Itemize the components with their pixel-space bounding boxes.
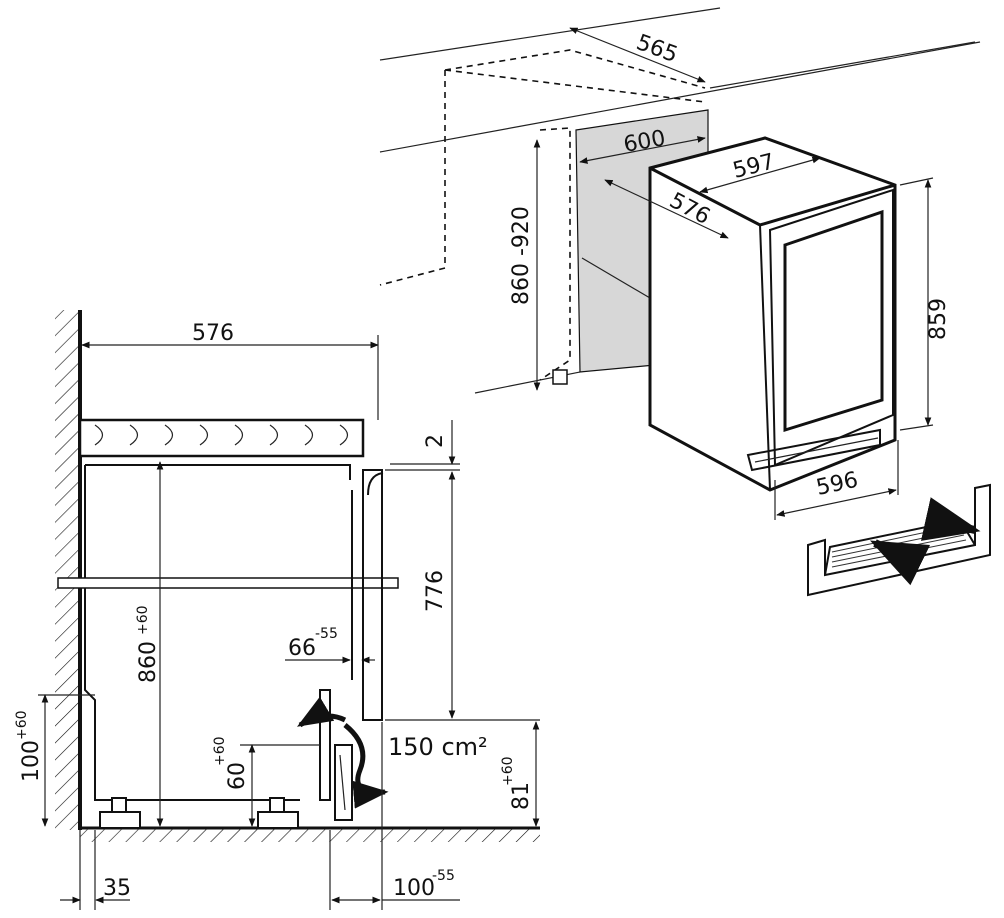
dim-label-appliance-height: 859: [926, 298, 951, 340]
vent-grille: [334, 744, 353, 821]
dim-label-door-height: 776: [423, 570, 448, 612]
dim-label-front-offset-tol: -55: [432, 868, 455, 884]
dim-label-rear-offset: 35: [103, 876, 131, 901]
foot-front-stem: [269, 797, 285, 813]
floor-hatch: [80, 828, 540, 842]
dim-label-niche-height: 860 -920: [509, 206, 534, 305]
door: [362, 469, 383, 721]
appliance-front-corner: [759, 224, 771, 491]
foot-rear-stem: [111, 797, 127, 813]
niche-shelf-line: [581, 257, 651, 299]
worktop-back-line: [709, 41, 976, 89]
plinth-board: [319, 689, 331, 801]
appliance-door: [768, 188, 894, 467]
dim-label-plinth-height-tol: +60: [500, 756, 516, 786]
perspective-view: 565 600 860 -920 597 576 859 596: [379, 7, 991, 597]
dim-label-recess-tol: -55: [315, 626, 338, 642]
grille-detail: [807, 483, 991, 597]
dim-line-565: [569, 27, 706, 83]
foot-front: [257, 811, 299, 829]
dim-label-gap-top: 2: [423, 434, 448, 448]
appliance-plinth: [746, 428, 881, 472]
worktop-front-edge: [379, 41, 981, 153]
dim-label-wall-plinth-value: 100: [19, 740, 44, 782]
airflow-arrow-bottom: [343, 723, 389, 809]
side-section: 576 2 776 860 +60 66 -55 150 cm² 100 +60…: [14, 310, 540, 910]
door-glass: [783, 209, 884, 433]
dim-label-niche-height-value: 860: [136, 641, 161, 683]
vent-grille-line: [339, 754, 346, 811]
dim-label-plinth-height-value: 81: [509, 782, 534, 810]
ext-859-bottom: [899, 424, 934, 431]
dim-line-600: [579, 136, 706, 164]
wall-hatch: [55, 310, 80, 830]
dim-label-niche-depth: 565: [633, 30, 681, 68]
airflow-in-arrow: [869, 539, 931, 586]
door-handle: [367, 472, 384, 496]
niche-outline: [379, 49, 706, 286]
dim-label-front-offset-value: 100: [393, 876, 435, 901]
dim-label-wall-plinth-tol: +60: [14, 710, 30, 740]
worktop: [78, 418, 365, 458]
shelf: [57, 577, 399, 589]
niche-side-outline: [539, 127, 571, 381]
dim-line-596: [776, 488, 897, 517]
dim-label-foot-height-value: 60: [225, 762, 250, 790]
airflow-arrow-top: [296, 696, 347, 728]
airflow-out-arrow: [920, 497, 981, 541]
dim-label-niche-height-tol: +60: [135, 605, 151, 635]
worktop-grain: [94, 424, 349, 446]
dim-label-recess-value: 66: [288, 636, 316, 661]
plinth-line: [754, 437, 879, 463]
dim-label-foot-height-tol: +60: [212, 736, 228, 766]
worktop-back-edge: [379, 7, 721, 61]
dim-line-576-top: [604, 179, 729, 239]
dim-label-front-width: 596: [814, 468, 860, 501]
dim-label-top-depth: 576: [192, 321, 234, 346]
adjustable-foot: [552, 369, 568, 385]
ventilation-label: 150 cm²: [388, 733, 488, 761]
foot-rear: [99, 811, 141, 829]
